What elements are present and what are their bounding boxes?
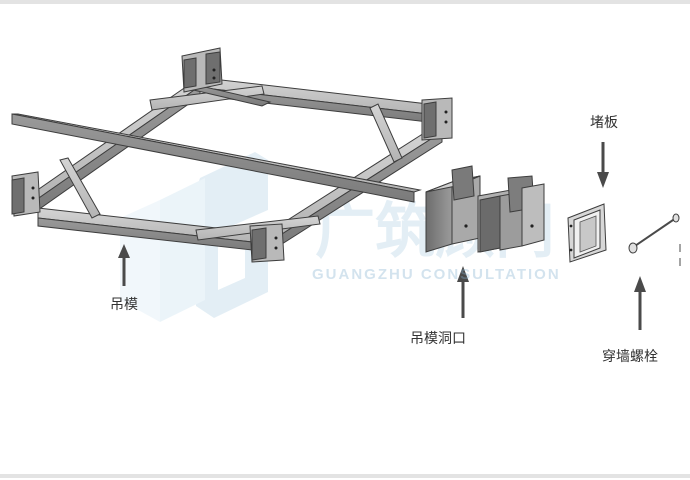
blocking-plate [567,203,607,263]
label-wall-bolt: 穿墙螺栓 [602,349,658,365]
label-blocking-plate: 堵板 [590,115,618,131]
wall-through-bolt [628,213,681,266]
top-border [0,0,690,4]
corner-post-left [11,171,41,217]
label-hanging-mold: 吊模 [110,297,138,313]
corner-post-back [181,47,223,93]
bottom-border [0,474,690,478]
hanging-mold-frame [11,47,453,263]
arrow-hanging-mold-opening [457,266,469,318]
corner-post-right [421,97,453,141]
arrow-wall-bolt [634,276,646,330]
label-hanging-mold-opening: 吊模洞口 [410,331,466,347]
watermark-en-text: GUANGZHU CONSULTATION [312,266,561,283]
corner-post-front [249,223,285,263]
hanging-mold-opening [425,165,545,253]
arrow-blocking-plate [597,142,609,188]
arrow-hanging-mold [118,244,130,286]
